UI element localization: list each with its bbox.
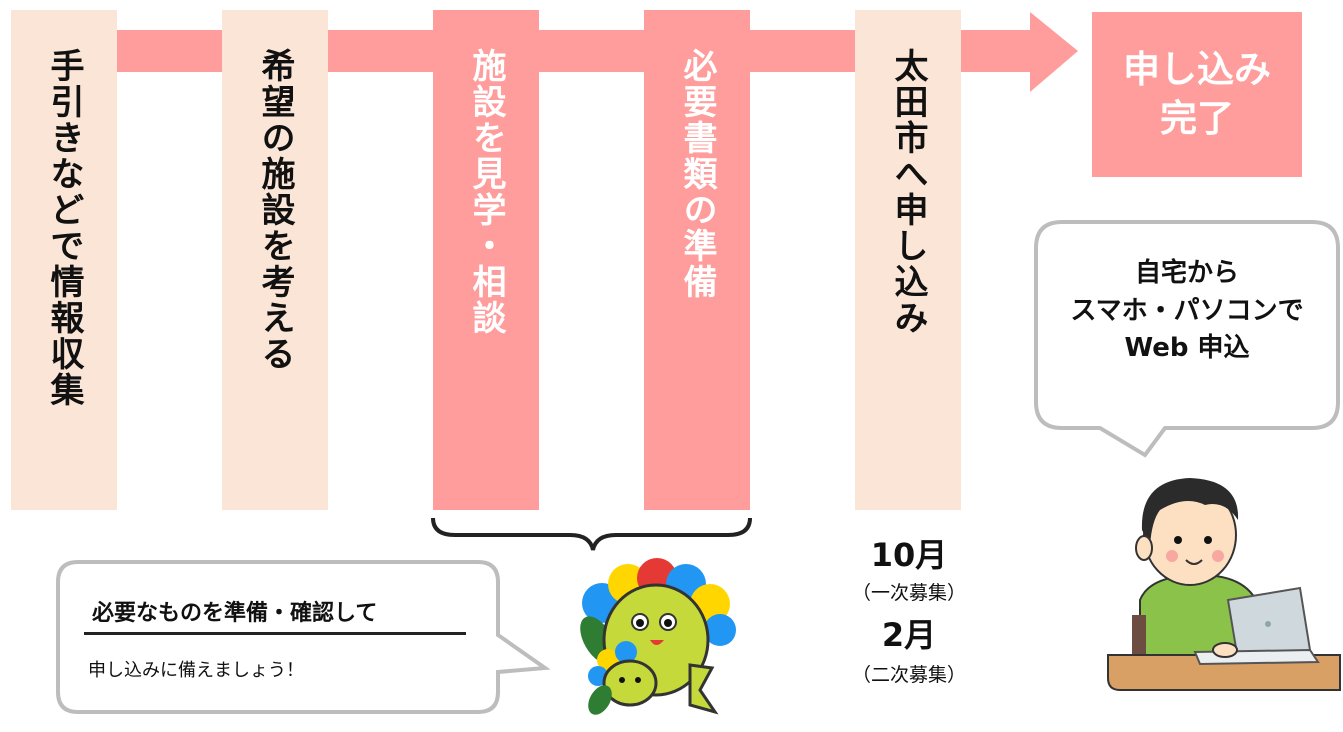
web-bubble-text: 自宅から スマホ・パソコンで Web 申込 <box>1027 255 1343 368</box>
step-label: 希望の施設を考える <box>255 48 295 372</box>
step-label: 手引きなどで情報収集 <box>44 48 84 408</box>
note-body: 申し込みに備えましょう！ <box>88 660 304 681</box>
step-consider-facility: 希望の施設を考える <box>222 10 328 510</box>
final-step-complete: 申し込み 完了 <box>1092 12 1302 177</box>
final-line1: 申し込み <box>1123 48 1271 92</box>
step-info-gathering: 手引きなどで情報収集 <box>11 10 117 510</box>
step-label: 太田市へ申し込み <box>888 48 928 336</box>
note-underline <box>84 632 466 635</box>
step-apply-ota-city: 太田市へ申し込み <box>855 10 961 510</box>
step-visit-consult: 施設を見学・相談 <box>433 10 539 510</box>
date-second-note: （二次募集） <box>851 664 966 686</box>
final-line2: 完了 <box>1160 96 1234 140</box>
step-label: 必要書類の準備 <box>677 48 717 300</box>
step-label: 施設を見学・相談 <box>466 48 506 336</box>
date-first: 10月 <box>870 536 948 574</box>
web-bubble-line1: 自宅から <box>1134 258 1239 288</box>
web-bubble-line2: スマホ・パソコンで <box>1070 295 1304 326</box>
note-title: 必要なものを準備・確認して <box>92 601 378 626</box>
step-prepare-documents: 必要書類の準備 <box>644 10 750 510</box>
web-bubble-line3: Web 申込 <box>1124 333 1250 364</box>
date-second: 2月 <box>881 616 937 654</box>
date-first-note: （一次募集） <box>851 582 966 604</box>
